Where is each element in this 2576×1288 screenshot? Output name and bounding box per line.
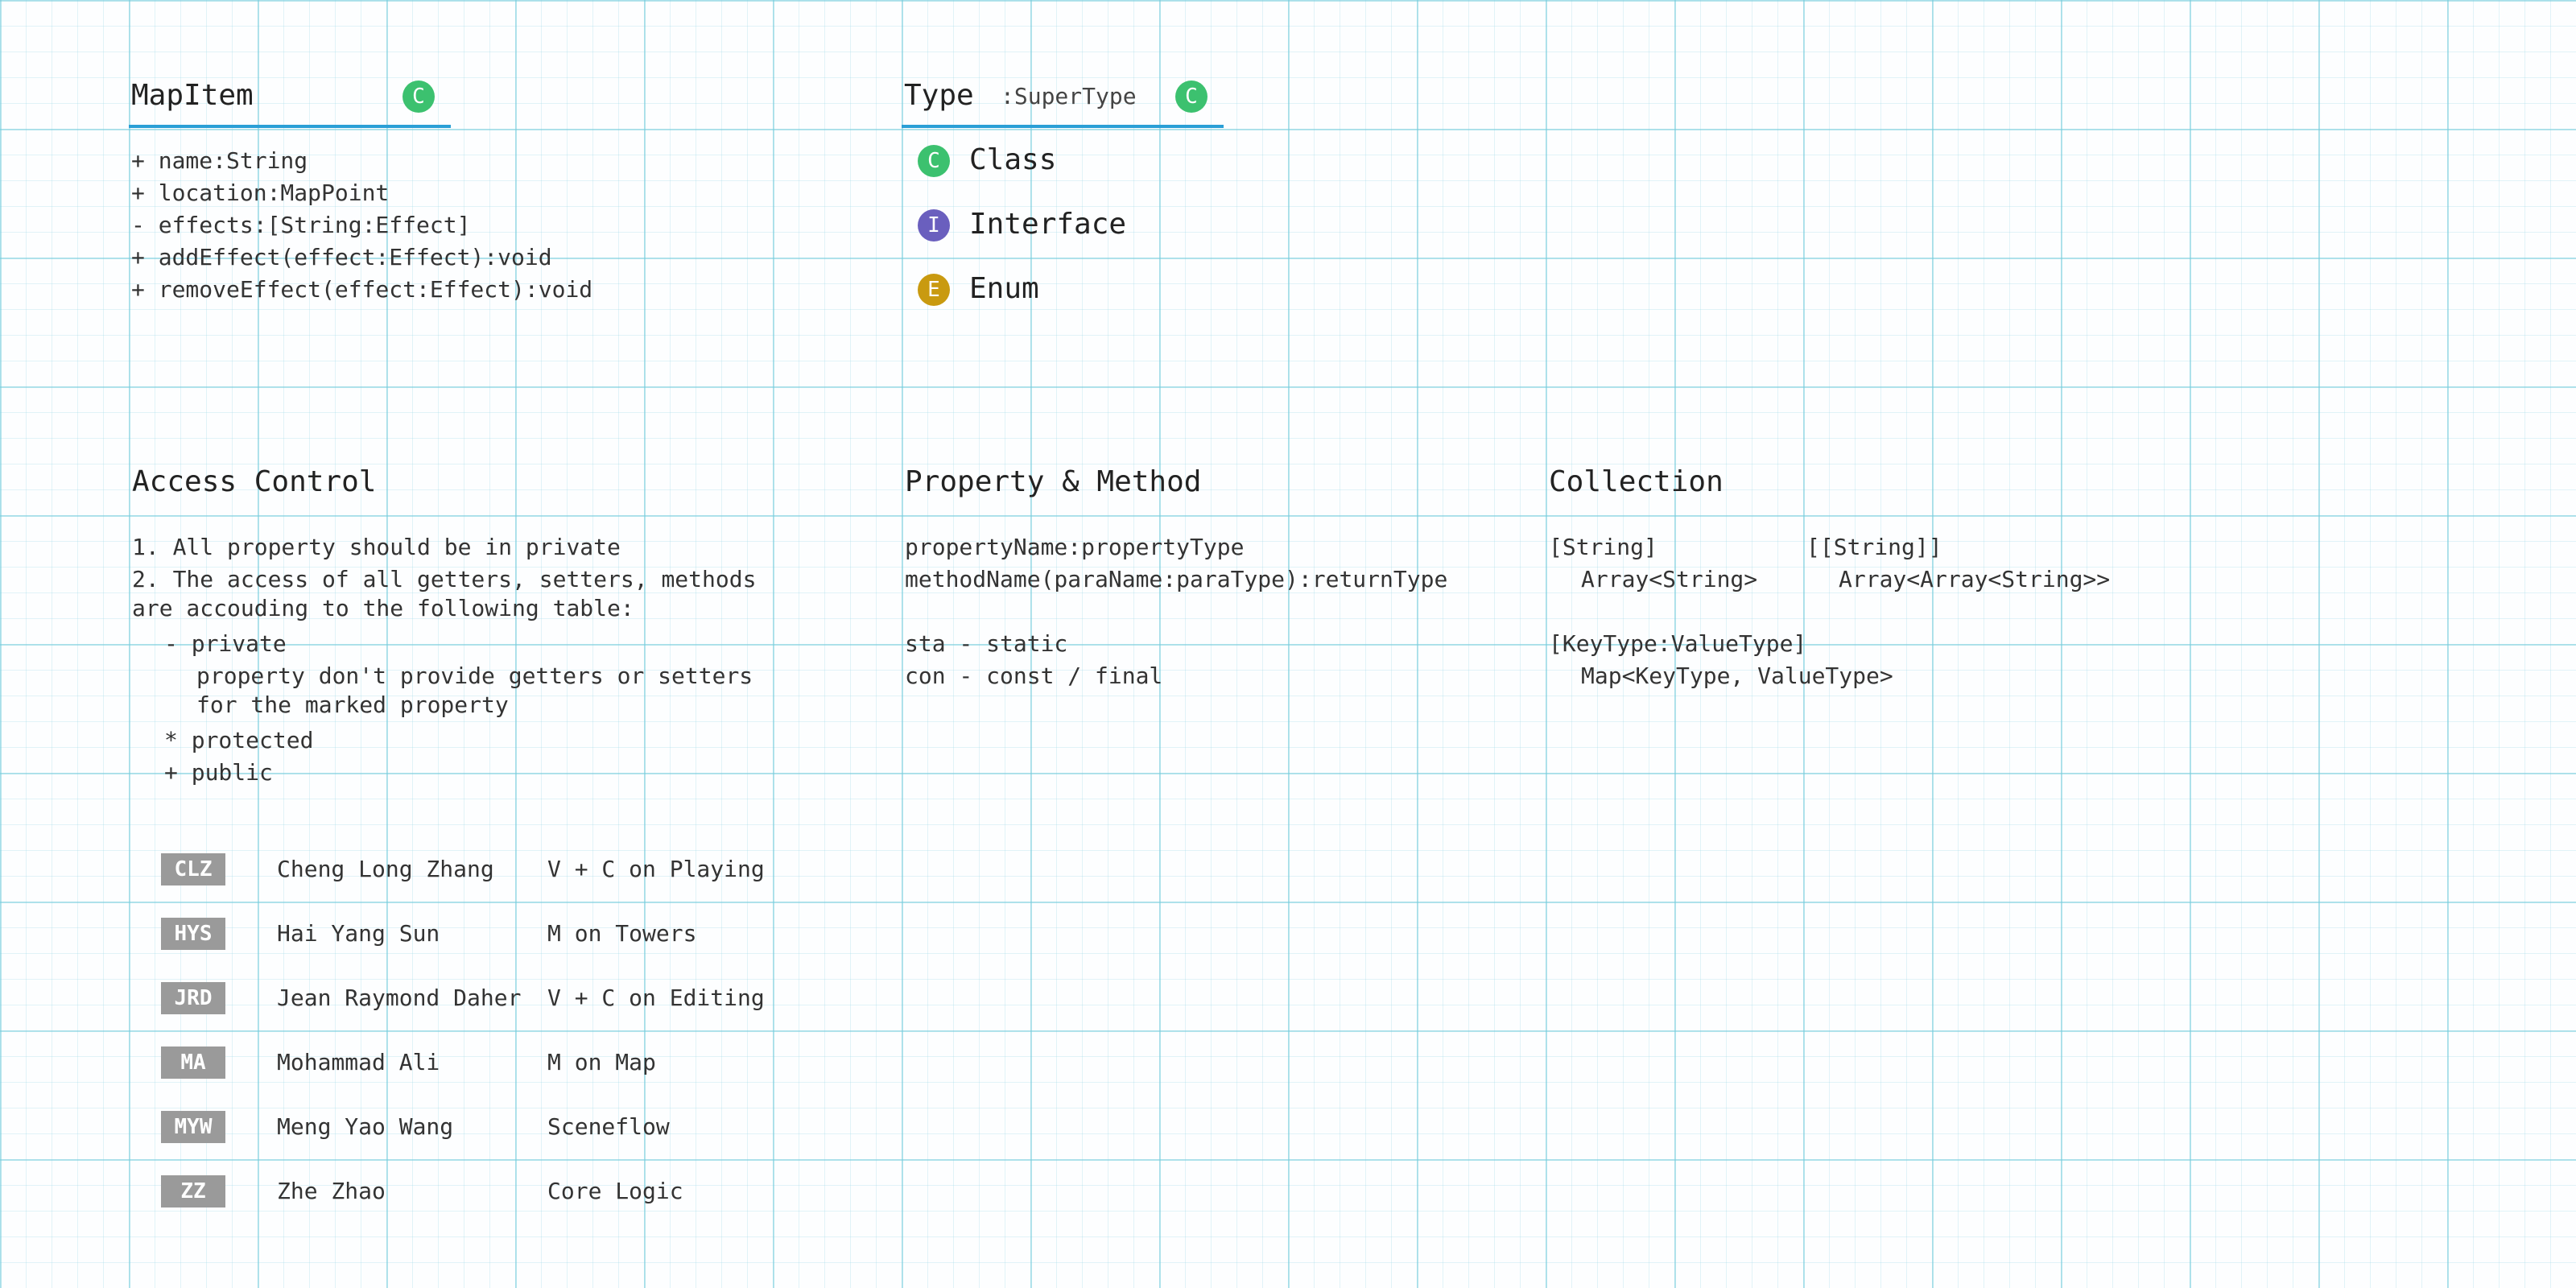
member-name: Meng Yao Wang bbox=[277, 1113, 454, 1140]
property-method-line: sta - static bbox=[905, 630, 1068, 657]
property-method-line: con - const / final bbox=[905, 663, 1163, 689]
legend-class-label: Class bbox=[969, 143, 1057, 176]
mapitem-title: MapItem bbox=[131, 79, 254, 112]
mapitem-member: - effects:[String:Effect] bbox=[131, 212, 471, 238]
property-method-line: methodName(paraName:paraType):returnType bbox=[905, 566, 1448, 592]
member-role: Sceneflow bbox=[547, 1113, 670, 1140]
member-name: Cheng Long Zhang bbox=[277, 856, 494, 882]
member-role: M on Map bbox=[547, 1049, 656, 1075]
mapitem-member: + location:MapPoint bbox=[131, 180, 390, 206]
type-legend-supertype: :SuperType bbox=[1001, 83, 1137, 109]
mapitem-underline bbox=[129, 125, 451, 128]
access-control-line: 1. All property should be in private bbox=[132, 534, 621, 560]
member-name: Zhe Zhao bbox=[277, 1178, 386, 1204]
interface-badge-icon: I bbox=[918, 209, 950, 242]
access-control-line: - private bbox=[164, 630, 287, 657]
collection-map-desc: Map<KeyType, ValueType> bbox=[1581, 663, 1893, 689]
access-control-line: are accouding to the following table: bbox=[132, 595, 634, 621]
member-role: M on Towers bbox=[547, 920, 697, 947]
collection-array: [String] bbox=[1549, 534, 1657, 560]
property-method-title: Property & Method bbox=[905, 465, 1202, 498]
mapitem-member: + addEffect(effect:Effect):void bbox=[131, 244, 552, 270]
property-method-line: propertyName:propertyType bbox=[905, 534, 1245, 560]
mapitem-member: + name:String bbox=[131, 147, 308, 174]
collection-map: [KeyType:ValueType] bbox=[1549, 630, 1807, 657]
collection-title: Collection bbox=[1549, 465, 1724, 498]
member-role: V + C on Playing bbox=[547, 856, 765, 882]
member-name: Hai Yang Sun bbox=[277, 920, 440, 947]
collection-array-desc: Array<String> bbox=[1581, 566, 1758, 592]
member-role: Core Logic bbox=[547, 1178, 683, 1204]
member-tag: HYS bbox=[161, 918, 225, 950]
type-legend-underline bbox=[902, 125, 1224, 128]
enum-badge-icon: E bbox=[918, 274, 950, 306]
access-control-line: * protected bbox=[164, 727, 314, 753]
member-tag: CLZ bbox=[161, 853, 225, 886]
access-control-line: 2. The access of all getters, setters, m… bbox=[132, 566, 757, 592]
member-name: Jean Raymond Daher bbox=[277, 985, 522, 1011]
access-control-line: property don't provide getters or setter… bbox=[196, 663, 753, 689]
legend-interface-label: Interface bbox=[969, 208, 1127, 241]
legend-enum-label: Enum bbox=[969, 272, 1039, 305]
collection-nested-array-desc: Array<Array<String>> bbox=[1839, 566, 2111, 592]
mapitem-member: + removeEffect(effect:Effect):void bbox=[131, 276, 593, 303]
access-control-title: Access Control bbox=[132, 465, 377, 498]
member-tag: ZZ bbox=[161, 1175, 225, 1208]
access-control-line: + public bbox=[164, 759, 273, 786]
member-tag: MYW bbox=[161, 1111, 225, 1143]
class-badge-icon: C bbox=[1175, 80, 1208, 113]
collection-nested-array: [[String]] bbox=[1806, 534, 1942, 560]
member-role: V + C on Editing bbox=[547, 985, 765, 1011]
member-tag: MA bbox=[161, 1046, 225, 1079]
class-badge-icon: C bbox=[402, 80, 435, 113]
type-legend-title: Type bbox=[904, 79, 974, 112]
class-badge-icon: C bbox=[918, 145, 950, 177]
access-control-line: for the marked property bbox=[196, 691, 509, 718]
member-tag: JRD bbox=[161, 982, 225, 1014]
member-name: Mohammad Ali bbox=[277, 1049, 440, 1075]
